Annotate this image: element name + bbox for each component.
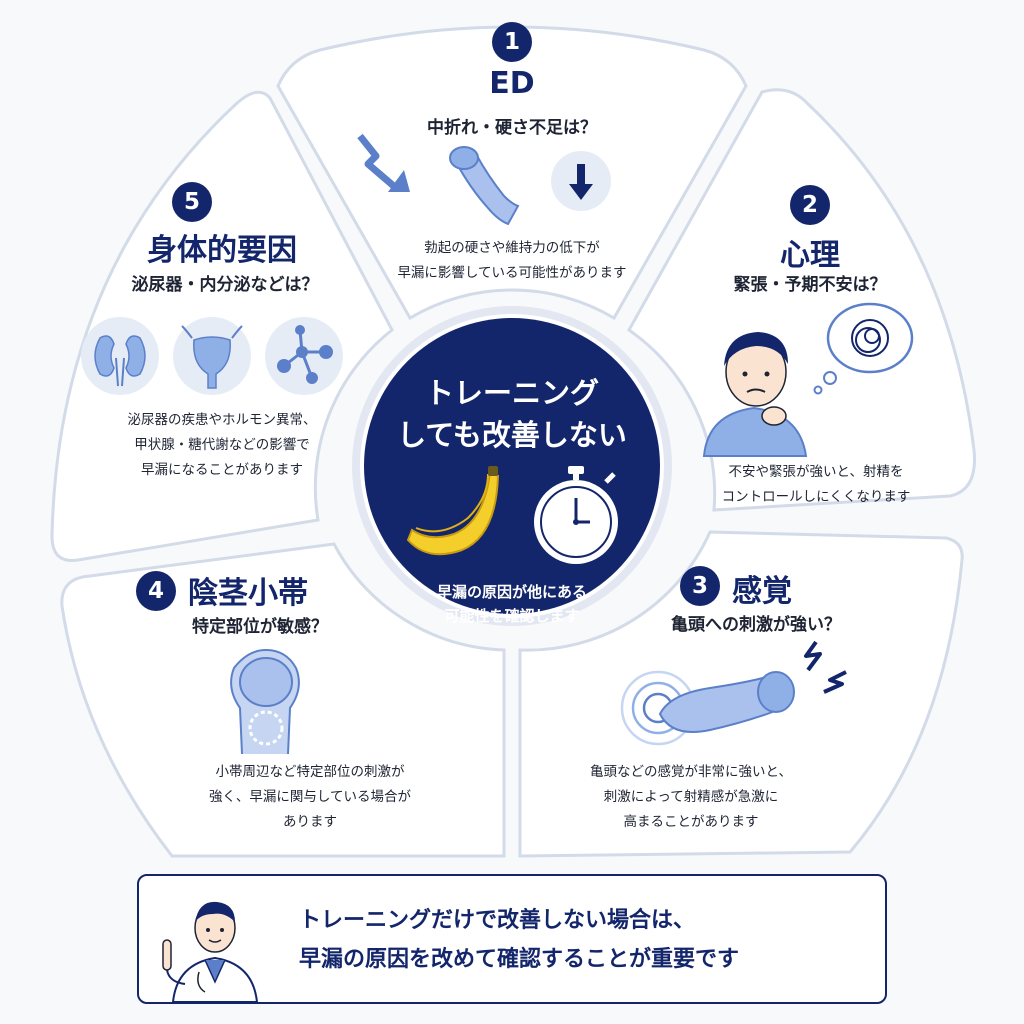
- thought-bubble-icon: [813, 302, 914, 395]
- segment-2-panel: [627, 88, 976, 512]
- segment-1-subtitle: 中折れ・硬さ不足は？: [427, 118, 597, 138]
- segment-2-number-badge: 2: [790, 185, 830, 225]
- segment-5-subtitle: 泌尿器・内分泌などは？: [131, 275, 319, 295]
- kidney-icon: [81, 317, 159, 395]
- segment-1-panel: [276, 25, 748, 321]
- segment-5-description: 泌尿器の疾患やホルモン異常、 甲状腺・糖代謝などの影響で 早漏になることがありま…: [127, 412, 317, 478]
- segment-3-number-badge: 3: [680, 566, 720, 606]
- glans-frenulum-illustration: [230, 648, 300, 755]
- segment-5-number-badge: 5: [172, 182, 212, 222]
- penis-illustration: [449, 146, 520, 226]
- banana-icon: [406, 466, 500, 556]
- segment-3-title: 感覚: [732, 574, 792, 609]
- segment-1-number-badge: 1: [492, 22, 532, 62]
- segment-2-description: 不安や緊張が強いと、射精を コントロールしにくくなります: [721, 464, 911, 505]
- center-title: トレーニング しても改善しない: [397, 376, 627, 453]
- molecule-icon: [265, 317, 343, 395]
- center-description: 早漏の原因が他にある 可能性を確認します: [436, 583, 587, 625]
- segment-5-title: 身体的要因: [147, 233, 297, 268]
- lightning-icon: [804, 640, 847, 694]
- segment-4-title: 陰茎小帯: [188, 576, 308, 611]
- segment-4-description: 小帯周辺など特定部位の刺激が 強く、早漏に関与している場合が あります: [208, 764, 412, 830]
- doctor-illustration: [162, 901, 259, 1003]
- penis-illustration: [658, 671, 795, 733]
- bottom-message: トレーニングだけで改善しない場合は、 早漏の原因を改めて確認することが重要です: [299, 908, 740, 972]
- segment-2-subtitle: 緊張・予期不安は？: [733, 275, 887, 295]
- worried-man-illustration: [702, 332, 808, 457]
- down-arrow-icon: [551, 151, 611, 211]
- segment-4-subtitle: 特定部位が敏感？: [192, 617, 328, 637]
- bladder-icon: [173, 317, 251, 395]
- bottom-message-box: トレーニングだけで改善しない場合は、 早漏の原因を改めて確認することが重要です: [137, 874, 887, 1004]
- segment-2-title: 心理: [780, 238, 840, 273]
- segment-3-description: 亀頭などの感覚が非常に強いと、 刺激によって射精感が急激に 高まることがあります: [590, 764, 792, 830]
- stopwatch-icon: [534, 466, 618, 564]
- segment-1-description: 勃起の硬さや維持力の低下が 早漏に影響している可能性があります: [397, 240, 627, 281]
- segment-3-subtitle: 亀頭への刺激が強い？: [671, 615, 841, 635]
- segment-4-number-badge: 4: [136, 571, 176, 611]
- segment-1-title: ED: [489, 66, 535, 101]
- zigzag-arrow-icon: [357, 133, 410, 192]
